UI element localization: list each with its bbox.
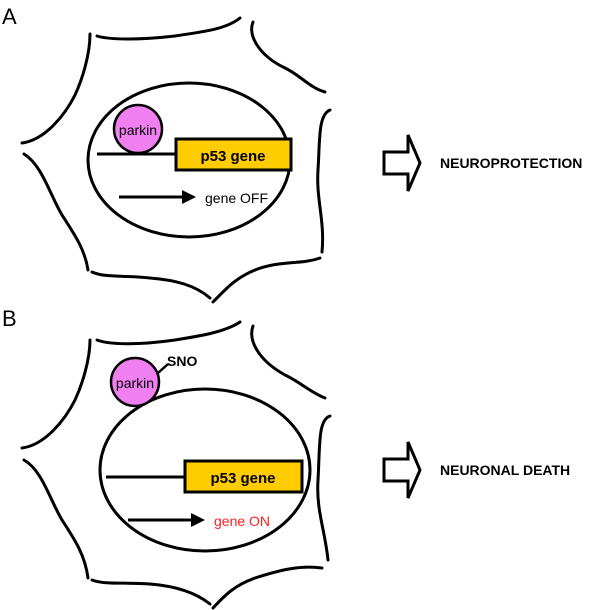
panel-a: A p53 gene parkin gene OFF NEUROPROTECTI… xyxy=(2,4,582,304)
panel-b: B p53 gene parkin SNO gene ON NEURONAL D… xyxy=(2,306,570,610)
p53-gene-label-b: p53 gene xyxy=(210,470,275,487)
sno-modification-label: SNO xyxy=(167,353,197,369)
parkin-label-b: parkin xyxy=(116,375,154,391)
parkin-label-a: parkin xyxy=(119,122,157,138)
parkin-protein-a xyxy=(112,103,164,155)
outcome-arrow-icon-b xyxy=(382,441,422,499)
p53-gene-box-a xyxy=(174,137,293,172)
p53-gene-box-b xyxy=(183,459,304,494)
transcription-arrow-a xyxy=(119,190,196,204)
gene-state-label-b: gene ON xyxy=(214,513,270,529)
parkin-protein-b xyxy=(109,356,161,408)
outcome-label-a: NEUROPROTECTION xyxy=(440,155,582,171)
cell-membrane-a xyxy=(20,16,332,304)
sno-bond xyxy=(157,363,169,374)
transcription-arrow-b xyxy=(128,513,205,527)
gene-state-label-a: gene OFF xyxy=(205,190,268,206)
outcome-label-b: NEURONAL DEATH xyxy=(440,462,570,478)
cell-membrane-b xyxy=(20,320,332,610)
nucleus-b xyxy=(98,387,312,553)
outcome-arrow-icon-a xyxy=(382,134,422,192)
panel-b-label: B xyxy=(2,306,17,331)
p53-gene-label-a: p53 gene xyxy=(200,148,265,165)
panel-a-label: A xyxy=(2,4,17,29)
